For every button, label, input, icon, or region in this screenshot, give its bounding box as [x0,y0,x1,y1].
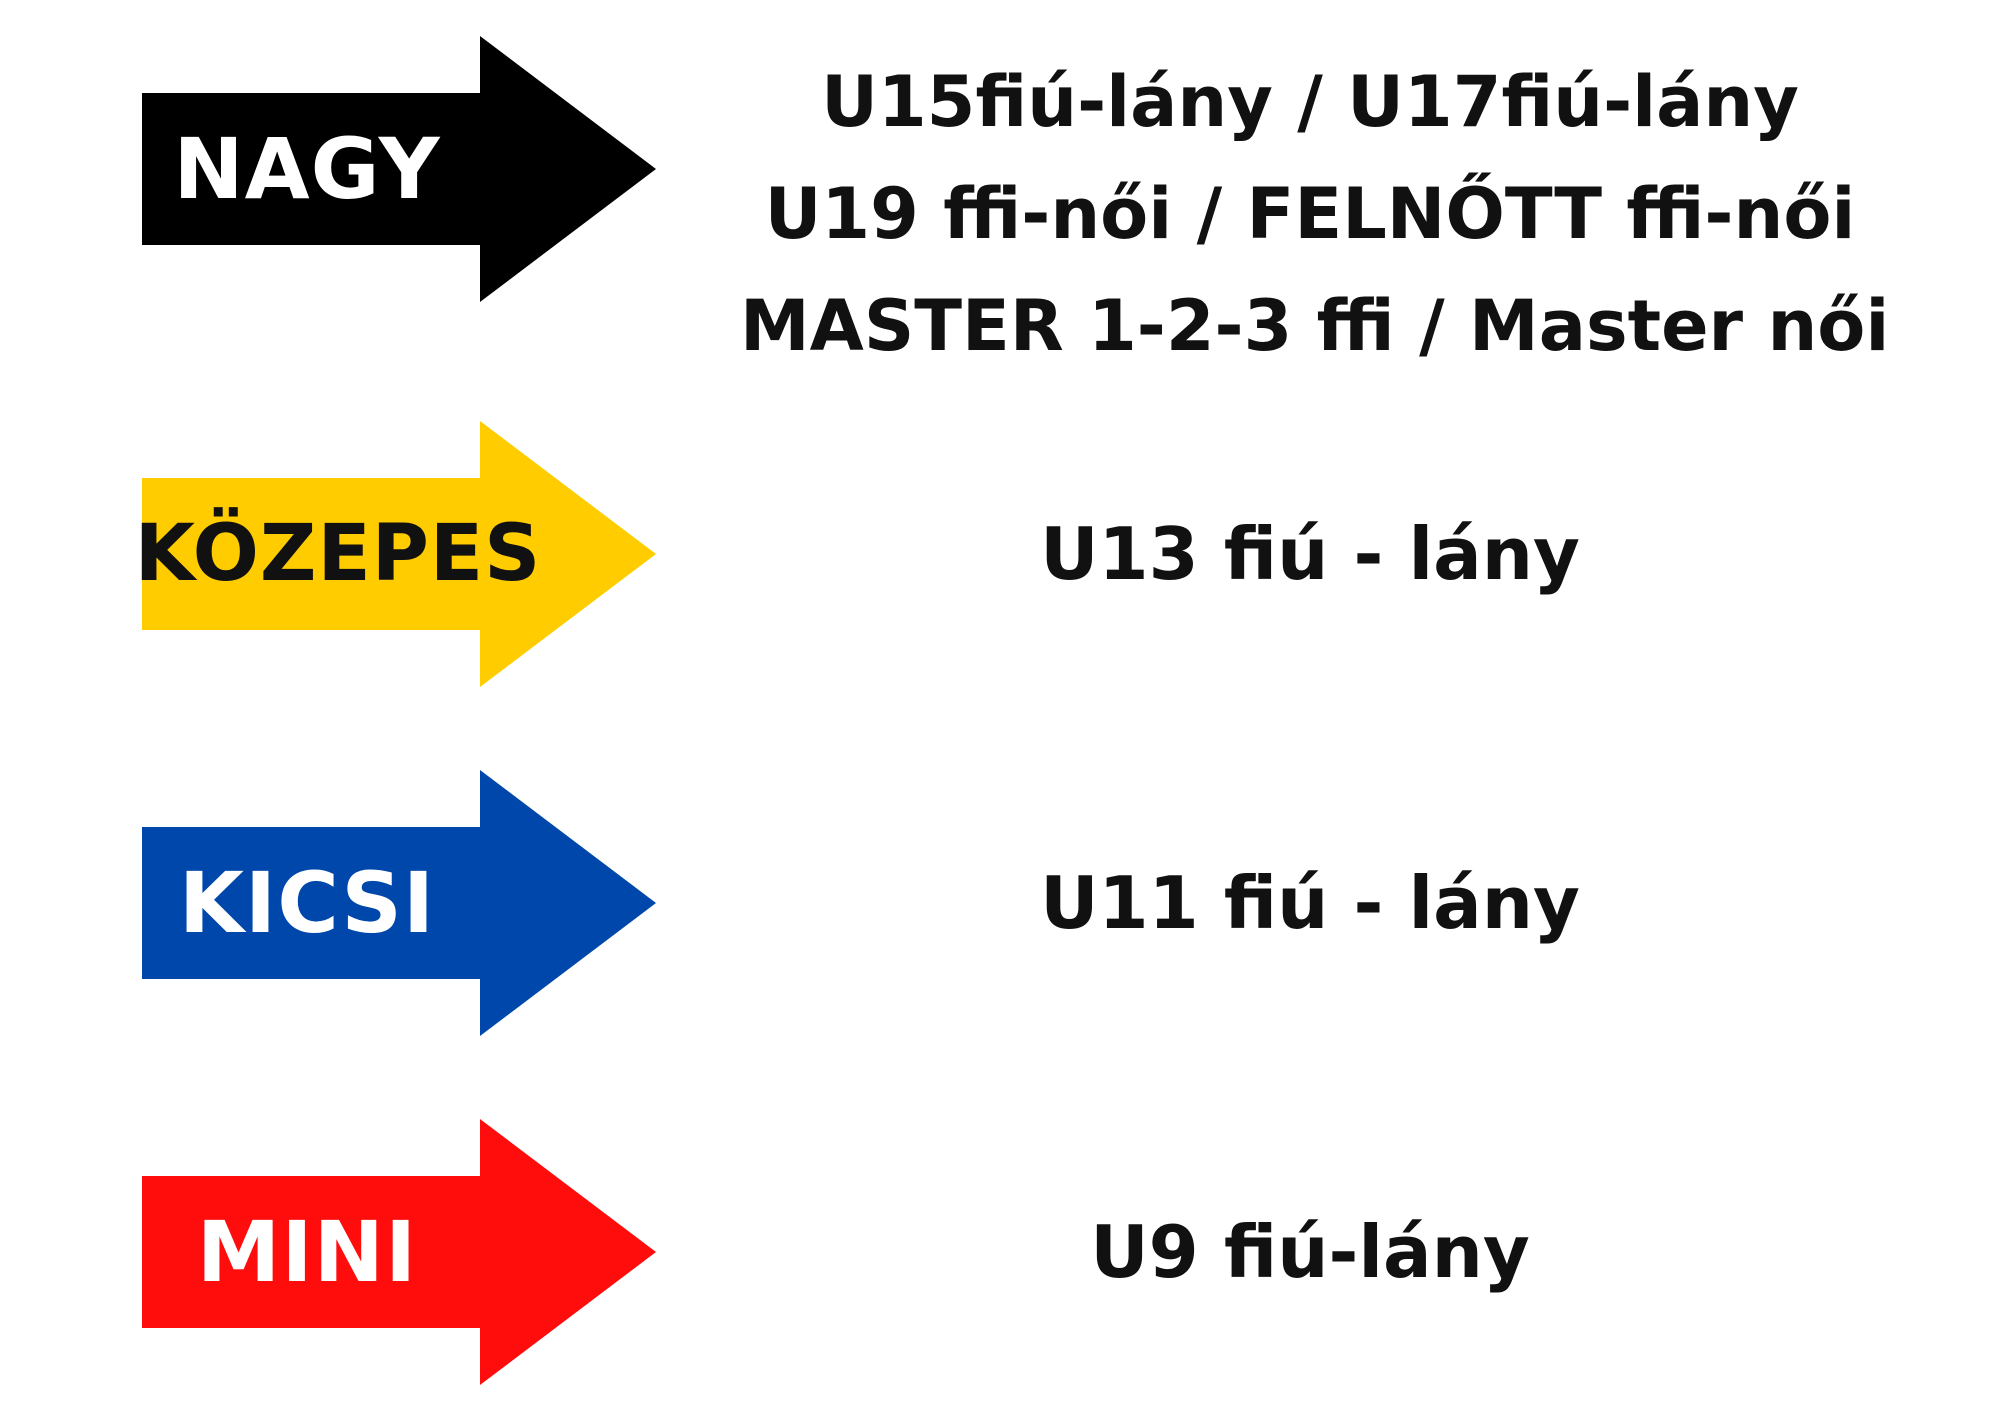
arrow-mini: MINI [142,1119,656,1385]
arrow-shape-kozepes [142,421,656,687]
description-kozepes: U13 fiú - lány [740,504,1880,604]
description-line: MASTER 1-2-3 ffi / Master női [740,285,1890,367]
description-line: U9 fiú-lány [1090,1210,1530,1294]
description-mini: U9 fiú-lány [740,1202,1880,1302]
arrow-label-mini: MINI [196,1203,418,1301]
description-line: U13 fiú - lány [1040,512,1580,596]
arrow-polygon-kicsi [142,770,656,1036]
arrow-label-kicsi: KICSI [178,854,436,952]
arrow-polygon-nagy [142,36,656,302]
arrow-nagy: NAGY [142,36,656,302]
arrow-kicsi: KICSI [142,770,656,1036]
arrow-shape-nagy [142,36,656,302]
description-line: U19 ffi-női / FELNŐTT ffi-női [764,173,1856,255]
description-nagy: U15fiú-lány / U17fiú-lány U19 ffi-női / … [740,46,1890,382]
description-line: U15fiú-lány / U17fiú-lány [821,61,1799,143]
arrow-shape-mini [142,1119,656,1385]
category-row-mini: MINI U9 fiú-lány [0,1119,2000,1385]
arrow-shape-kicsi [142,770,656,1036]
category-row-kozepes: KÖZEPES U13 fiú - lány [0,421,2000,687]
description-kicsi: U11 fiú - lány [740,853,1880,953]
arrow-polygon-kozepes [142,421,656,687]
description-line: U11 fiú - lány [1040,861,1580,945]
arrow-label-kozepes: KÖZEPES [134,509,542,599]
category-row-kicsi: KICSI U11 fiú - lány [0,770,2000,1036]
arrow-label-nagy: NAGY [173,120,441,218]
arrow-kozepes: KÖZEPES [134,421,656,687]
arrow-polygon-mini [142,1119,656,1385]
category-row-nagy: NAGY U15fiú-lány / U17fiú-lány U19 ffi-n… [0,36,2000,367]
